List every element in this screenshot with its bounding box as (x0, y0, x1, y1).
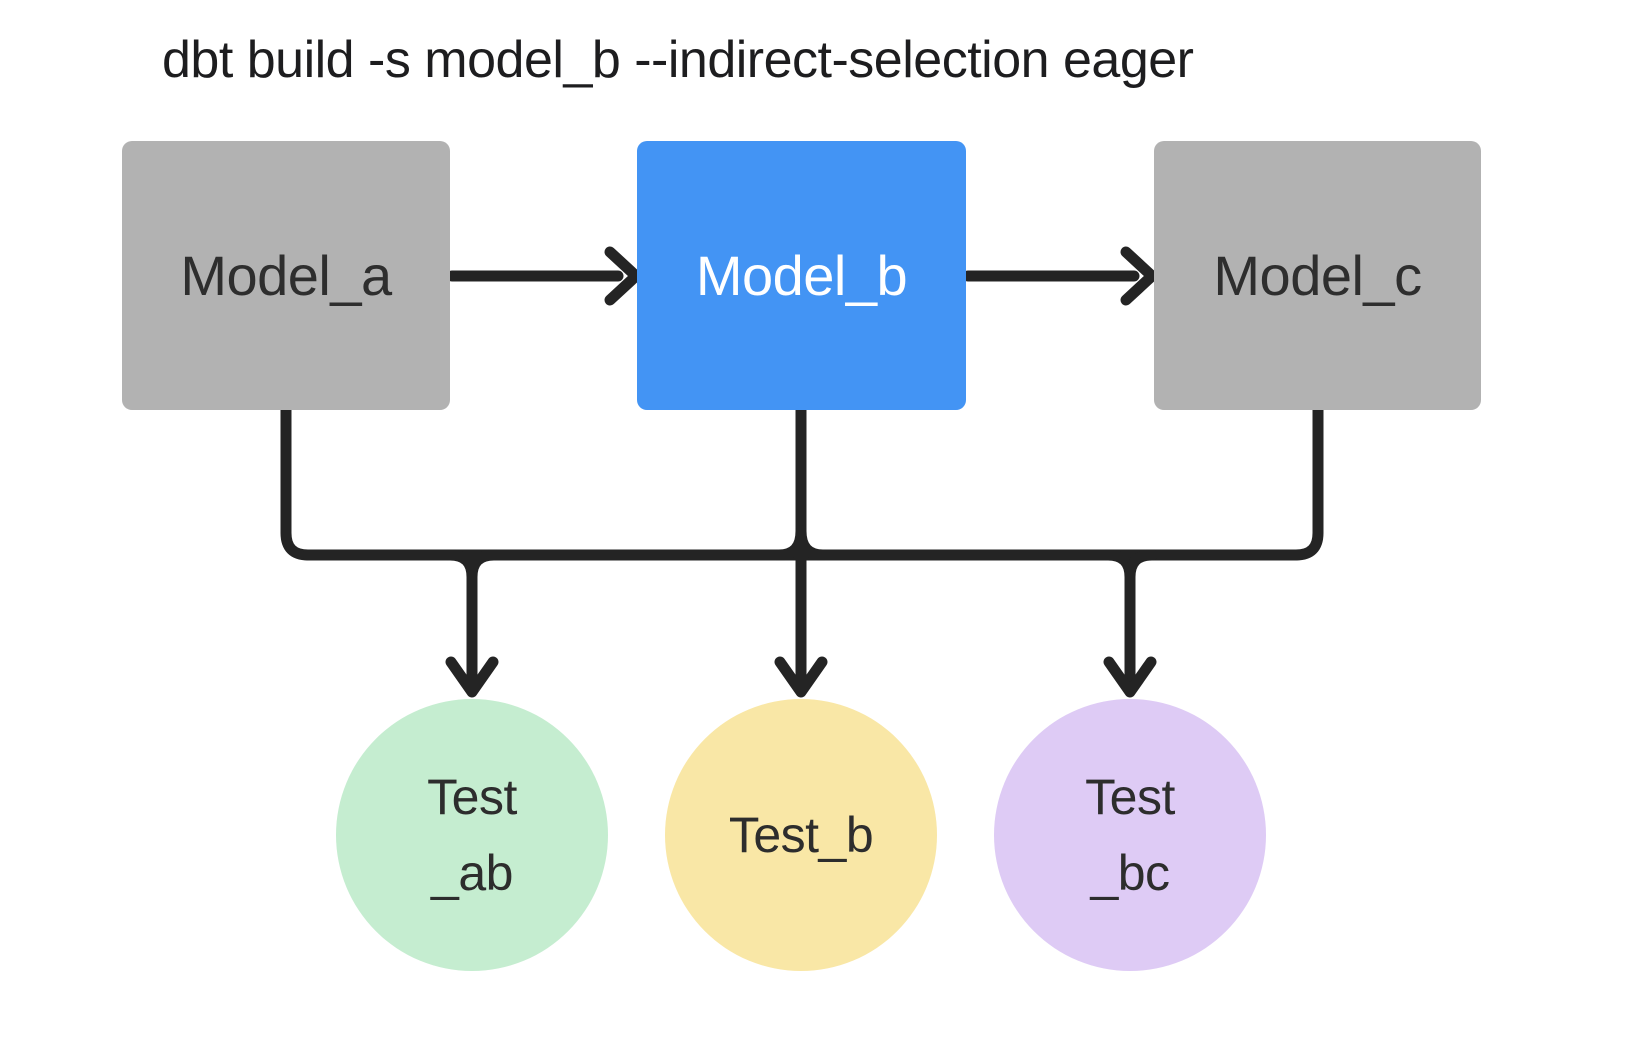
node-model-b: Model_b (637, 141, 966, 410)
node-model-b-label: Model_b (695, 244, 908, 307)
edge-model-a-to-model-b (446, 246, 642, 306)
arrowhead-right-icon (604, 246, 642, 306)
arrowhead-down-icon (1103, 656, 1157, 698)
edge-model-b-to-test-b (773, 404, 829, 698)
node-test-ab-label-line2: _ab (431, 845, 513, 901)
arrowhead-down-icon (445, 656, 499, 698)
node-model-a-label: Model_a (180, 244, 392, 307)
node-test-bc-label-line1: Test (1085, 769, 1175, 825)
edge-model-a-to-bus (280, 404, 314, 561)
edge-model-b-to-model-c (962, 246, 1158, 306)
node-test-ab: Test _ab (336, 699, 608, 971)
edge-bus-to-test-bc (1102, 549, 1158, 698)
edge-bus-to-test-ab (444, 549, 500, 698)
arrowhead-right-icon (1120, 246, 1158, 306)
node-test-ab-label-line1: Test (427, 769, 517, 825)
node-test-b-label: Test_b (728, 807, 874, 863)
command-title: dbt build -s model_b --indirect-selectio… (162, 31, 1194, 89)
node-model-c-label: Model_c (1213, 244, 1422, 307)
edge-model-c-to-bus (1290, 404, 1324, 561)
node-model-c: Model_c (1154, 141, 1481, 410)
arrowhead-down-icon (774, 656, 828, 698)
node-test-b: Test_b (665, 699, 937, 971)
node-test-bc: Test _bc (994, 699, 1266, 971)
node-model-a: Model_a (122, 141, 450, 410)
node-test-bc-label-line2: _bc (1090, 845, 1170, 901)
